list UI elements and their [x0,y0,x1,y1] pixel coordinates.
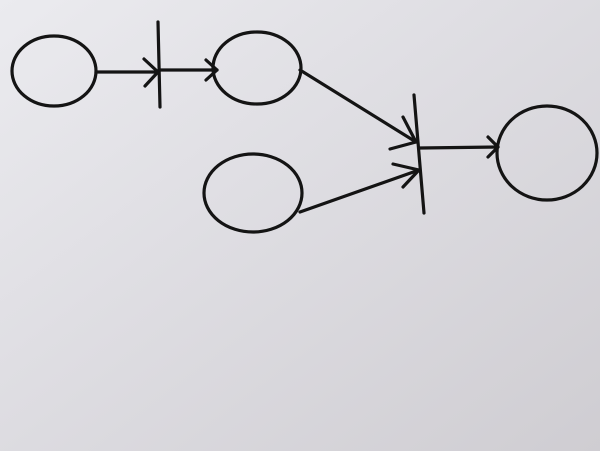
arrowhead-place4-in [486,135,500,159]
place-3 [202,152,304,234]
arc-place2-to-transition2 [298,68,418,144]
transition-1 [156,20,162,109]
arc-transition2-to-place4 [418,145,500,150]
arrowhead-transition1-in [142,57,160,88]
transition-2 [412,93,426,215]
place-4 [495,104,599,202]
arrowhead-place2-in [204,58,219,82]
arrowhead-transition2-in-lower [391,162,421,189]
arrowhead-transition2-in-upper [388,115,418,151]
arc-place3-to-transition2 [298,168,421,214]
